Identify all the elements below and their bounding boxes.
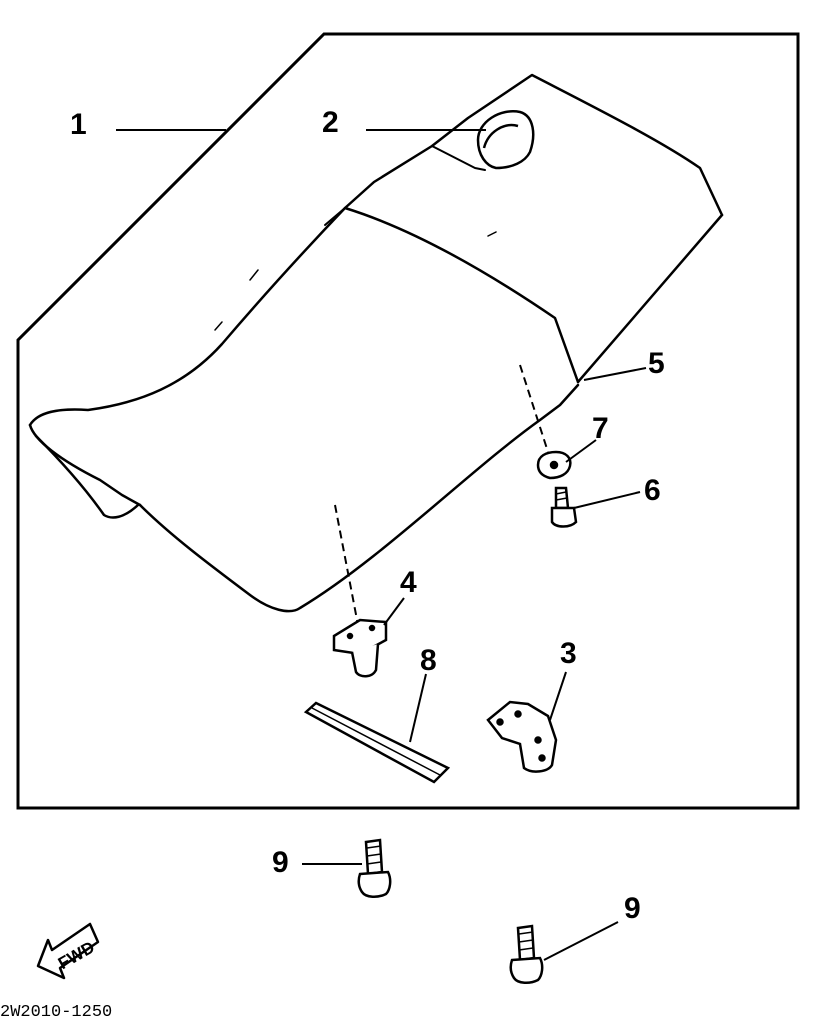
leader-8 [409,673,427,743]
leader-4 [383,597,405,626]
strip-part-8 [303,701,451,784]
callout-5: 5 [648,347,665,380]
leader-6 [573,491,641,509]
leader-lines [116,129,647,961]
callout-1: 1 [70,108,87,141]
bolt-part-9-upper [357,838,392,898]
callout-6: 6 [644,474,661,507]
fwd-arrow: FWD [36,922,100,980]
grab-bar-part-2 [476,110,535,170]
callout-9-upper: 9 [272,846,289,879]
seat-part-1 [28,73,724,613]
callout-3: 3 [560,637,577,670]
callout-4: 4 [400,566,417,599]
callout-9-lower: 9 [624,892,641,925]
callout-2: 2 [322,106,339,139]
leader-9b [543,921,619,961]
bolt-part-6 [550,486,578,528]
leader-3 [549,671,567,721]
callout-8: 8 [420,644,437,677]
callout-7: 7 [592,412,609,445]
leader-7 [565,439,597,463]
bracket-part-3 [486,700,558,773]
drawing-code: 2W2010-1250 [0,1003,112,1022]
nut-part-7 [519,364,572,480]
bolt-part-9-lower [509,924,544,984]
leader-5 [583,367,647,381]
diagram-frame [16,32,800,810]
fwd-arrow-icon [36,922,100,980]
seat-hook-part-4 [332,504,388,678]
